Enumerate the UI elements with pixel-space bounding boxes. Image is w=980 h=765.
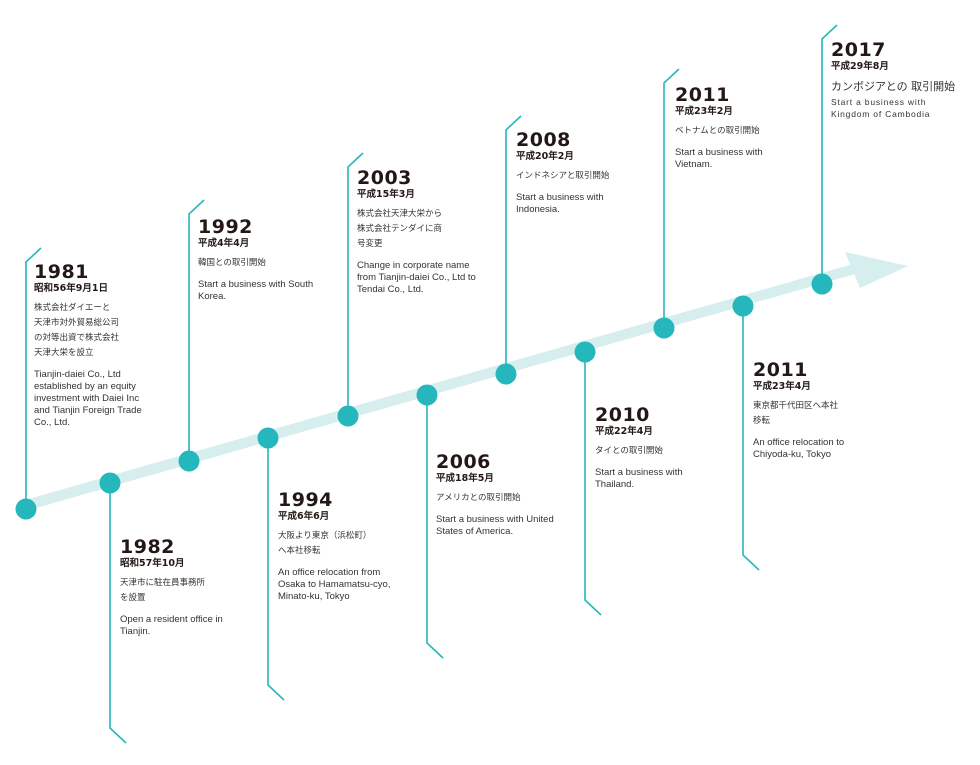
event-description-en: Start a business with Kingdom of Cambodi… bbox=[831, 97, 931, 119]
event-year: 1981 bbox=[34, 261, 89, 283]
event-description-ja: インドネシアと取引開始 bbox=[516, 171, 610, 181]
event-era-date: 平成4年4月 bbox=[198, 238, 250, 249]
event-description-ja: 株式会社天津大栄から 株式会社テンダイに商 号変更 bbox=[357, 209, 443, 249]
event-description-ja: 大阪より東京（浜松町） へ本社移転 bbox=[278, 531, 372, 556]
leader-line bbox=[267, 438, 285, 701]
leader-line bbox=[742, 306, 760, 571]
event-description-en: Tianjin-daiei Co., Ltd established by an… bbox=[34, 369, 142, 428]
leader-line bbox=[584, 352, 602, 616]
event-era-date: 平成15年3月 bbox=[357, 189, 415, 200]
event-year: 2011 bbox=[753, 359, 808, 381]
event-description-en: Start a business with Thailand. bbox=[595, 467, 683, 490]
milestone-dot bbox=[99, 472, 121, 494]
event-year: 2011 bbox=[675, 84, 730, 106]
event-description-ja: 東京都千代田区へ本社 移転 bbox=[753, 401, 839, 426]
event-era-date: 平成23年4月 bbox=[753, 381, 811, 392]
event-year: 2010 bbox=[595, 404, 650, 426]
milestone-dot bbox=[574, 341, 596, 363]
milestone-dot bbox=[811, 273, 833, 295]
event-description-en: Start a business with Indonesia. bbox=[516, 192, 604, 215]
event-description-en: Open a resident office in Tianjin. bbox=[120, 614, 223, 637]
event-era-date: 平成29年8月 bbox=[831, 61, 889, 72]
event-description-en: Start a business with Vietnam. bbox=[675, 147, 763, 170]
leader-line bbox=[426, 395, 444, 659]
event-year: 2017 bbox=[831, 39, 886, 61]
leader-line bbox=[109, 483, 127, 744]
event-era-date: 平成23年2月 bbox=[675, 106, 733, 117]
event-era-date: 昭和56年9月1日 bbox=[34, 283, 108, 294]
leader-line bbox=[347, 152, 364, 416]
milestone-dot bbox=[732, 295, 754, 317]
event-description-en: An office relocation to Chiyoda-ku, Toky… bbox=[753, 437, 845, 460]
event-description-ja: カンボジアとの 取引開始 bbox=[831, 80, 956, 93]
event-year: 2008 bbox=[516, 129, 571, 151]
milestone-dot bbox=[416, 384, 438, 406]
arrow-head-icon bbox=[845, 252, 908, 288]
milestone-dot bbox=[653, 317, 675, 339]
event-year: 2006 bbox=[436, 451, 491, 473]
leader-line bbox=[25, 247, 42, 509]
leader-line bbox=[505, 115, 522, 374]
event-description-ja: 株式会社ダイエーと 天津市対外貿易総公司 の対等出資で株式会社 天津大栄を設立 bbox=[34, 303, 120, 358]
milestone-dot bbox=[15, 498, 37, 520]
event-era-date: 平成6年6月 bbox=[278, 511, 330, 522]
event-description-en: Start a business with South Korea. bbox=[198, 279, 314, 302]
event-era-date: 平成22年4月 bbox=[595, 426, 653, 437]
event-description-en: An office relocation from Osaka to Hamam… bbox=[278, 567, 391, 602]
leader-line bbox=[821, 24, 838, 284]
event-description-ja: 韓国との取引開始 bbox=[198, 258, 266, 268]
leader-line bbox=[188, 199, 205, 461]
leader-line bbox=[663, 68, 680, 328]
event-description-ja: ベトナムとの取引開始 bbox=[675, 126, 760, 136]
event-era-date: 昭和57年10月 bbox=[120, 558, 185, 569]
milestone-dot bbox=[337, 405, 359, 427]
event-description-en: Change in corporate name from Tianjin-da… bbox=[357, 260, 476, 295]
milestone-dot bbox=[178, 450, 200, 472]
milestone-dot bbox=[495, 363, 517, 385]
event-year: 1994 bbox=[278, 489, 333, 511]
event-era-date: 平成18年5月 bbox=[436, 473, 494, 484]
event-description-en: Start a business with United States of A… bbox=[436, 514, 554, 537]
event-description-ja: タイとの取引開始 bbox=[595, 446, 663, 456]
event-year: 1982 bbox=[120, 536, 175, 558]
event-description-ja: 天津市に駐在員事務所 を設置 bbox=[120, 578, 206, 603]
milestone-dot bbox=[257, 427, 279, 449]
timeline-band bbox=[18, 262, 862, 512]
event-description-ja: アメリカとの取引開始 bbox=[436, 493, 521, 503]
event-year: 2003 bbox=[357, 167, 412, 189]
event-year: 1992 bbox=[198, 216, 253, 238]
event-era-date: 平成20年2月 bbox=[516, 151, 574, 162]
